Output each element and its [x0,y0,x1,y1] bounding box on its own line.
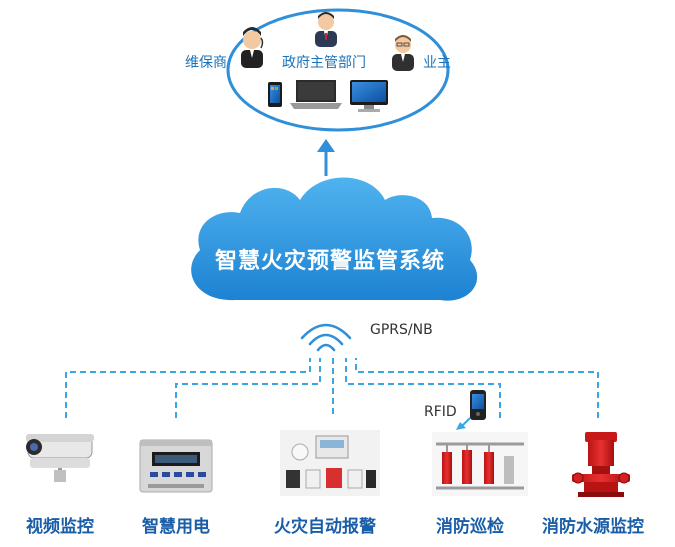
laptop-icon [290,80,342,109]
cloud-shape [191,177,478,301]
rfid-arrow-icon [456,417,471,430]
subsystem-label-water: 消防水源监控 [542,517,644,537]
rfid-label: RFID [424,404,457,420]
government-label: 政府主管部门 [282,55,366,71]
cloud-system-title: 智慧火灾预警监管系统 [214,249,445,274]
security-camera-icon [26,434,94,482]
fire-pump-station-icon [432,432,528,496]
monitor-icon [350,80,388,112]
users-ring [226,8,450,132]
owner-person-icon [392,35,414,71]
government-person-icon [315,12,337,47]
wireless-signal-icon [300,323,352,352]
subsystem-label-inspection: 消防巡检 [436,517,504,537]
smart-power-meter-icon [139,439,213,493]
subsystem-label-fire-alarm: 火灾自动报警 [274,517,376,537]
subsystem-label-video: 视频监控 [26,517,94,537]
subsystem-label-power: 智慧用电 [142,517,210,537]
owner-label: 业主 [423,55,451,71]
connector-lines [65,358,599,418]
water-pump-icon [572,432,630,497]
maintainer-label: 维保商 [185,55,227,71]
rfid-reader-icon [470,390,486,420]
upload-arrow-icon [317,139,335,176]
phone-icon [268,82,282,107]
maintainer-person-icon [241,27,264,68]
fire-alarm-equipment-icon [280,430,380,496]
network-label: GPRS/NB [370,322,433,338]
